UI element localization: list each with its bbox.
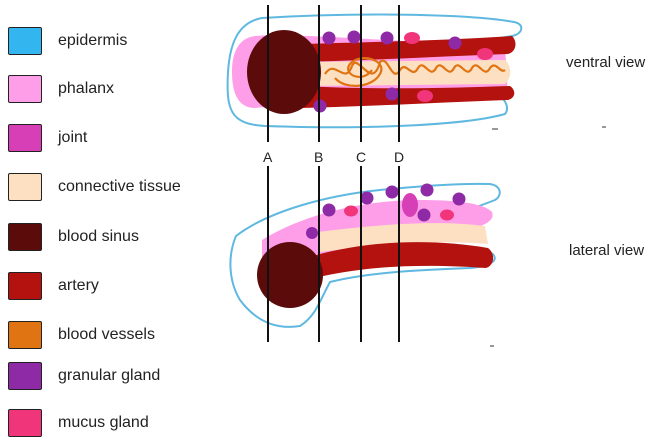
legend-label-phalanx: phalanx — [58, 80, 115, 97]
lateral-mucus-gland — [344, 205, 358, 217]
lateral-view-label: lateral view — [569, 242, 645, 259]
legend-label-granular-gland: granular gland — [58, 367, 161, 384]
artery-swatch — [8, 272, 42, 300]
joint-swatch — [8, 124, 42, 152]
legend-label-joint: joint — [58, 129, 88, 146]
lateral-granular-gland — [417, 208, 431, 222]
legend-item-blood-sinus: blood sinus — [8, 222, 139, 252]
ventral-granular-gland — [347, 30, 361, 44]
ventral-granular-gland — [448, 36, 462, 50]
lateral-granular-gland — [322, 203, 336, 217]
legend-label-mucus-gland: mucus gland — [58, 414, 149, 431]
connective-tissue-swatch — [8, 173, 42, 201]
granular-gland-swatch — [8, 362, 42, 390]
epidermis-swatch — [8, 27, 42, 55]
legend-item-epidermis: epidermis — [8, 26, 127, 56]
ventral-blood-sinus — [247, 30, 321, 114]
section-lines — [267, 5, 400, 342]
lateral-granular-gland — [306, 227, 318, 239]
ventral-view-digit — [226, 13, 606, 130]
cut-label-d: D — [394, 149, 405, 165]
legend-item-blood-vessels: blood vessels — [8, 320, 155, 350]
ventral-blood-vessel-loop — [334, 57, 383, 87]
legend-item-granular-gland: granular gland — [8, 361, 160, 391]
blood-sinus-swatch — [8, 223, 42, 251]
legend-label-blood-sinus: blood sinus — [58, 228, 139, 245]
ventral-granular-gland — [380, 31, 394, 45]
ventral-mucus-gland — [417, 90, 433, 102]
ventral-connective-tissue — [300, 60, 511, 86]
ventral-artery-lower — [300, 86, 515, 108]
lateral-blood-sinus — [257, 242, 323, 308]
lateral-granular-gland — [452, 192, 466, 206]
cut-label-a: A — [263, 149, 273, 165]
lateral-mucus-gland — [440, 209, 454, 221]
phalanx-swatch — [8, 75, 42, 103]
legend-item-phalanx: phalanx — [8, 74, 114, 104]
mucus-gland-swatch — [8, 409, 42, 437]
lateral-joint — [402, 193, 418, 217]
legend-item-joint: joint — [8, 123, 87, 153]
legend-label-artery: artery — [58, 277, 99, 294]
ventral-granular-gland — [322, 31, 336, 45]
ventral-mucus-gland — [477, 48, 493, 60]
ventral-artery-upper — [300, 36, 516, 62]
legend-label-blood-vessels: blood vessels — [58, 326, 155, 343]
ventral-granular-gland — [385, 87, 399, 101]
legend-item-artery: artery — [8, 271, 99, 301]
lateral-granular-gland — [420, 183, 434, 197]
cut-label-b: B — [314, 149, 324, 165]
lateral-view-digit — [229, 182, 501, 347]
lateral-granular-gland — [385, 185, 399, 199]
legend-label-epidermis: epidermis — [58, 32, 128, 49]
legend-label-connective-tissue: connective tissue — [58, 178, 181, 195]
ventral-epidermis-outline — [261, 13, 523, 39]
ventral-epidermis-outline-lower — [226, 17, 509, 129]
blood-vessels-swatch — [8, 321, 42, 349]
lateral-granular-gland — [360, 191, 374, 205]
legend-item-mucus-gland: mucus gland — [8, 408, 149, 438]
ventral-mucus-gland — [404, 32, 420, 44]
cut-label-c: C — [356, 149, 367, 165]
lateral-artery — [300, 242, 494, 282]
legend-item-connective-tissue: connective tissue — [8, 172, 181, 202]
ventral-view-label: ventral view — [566, 54, 646, 71]
